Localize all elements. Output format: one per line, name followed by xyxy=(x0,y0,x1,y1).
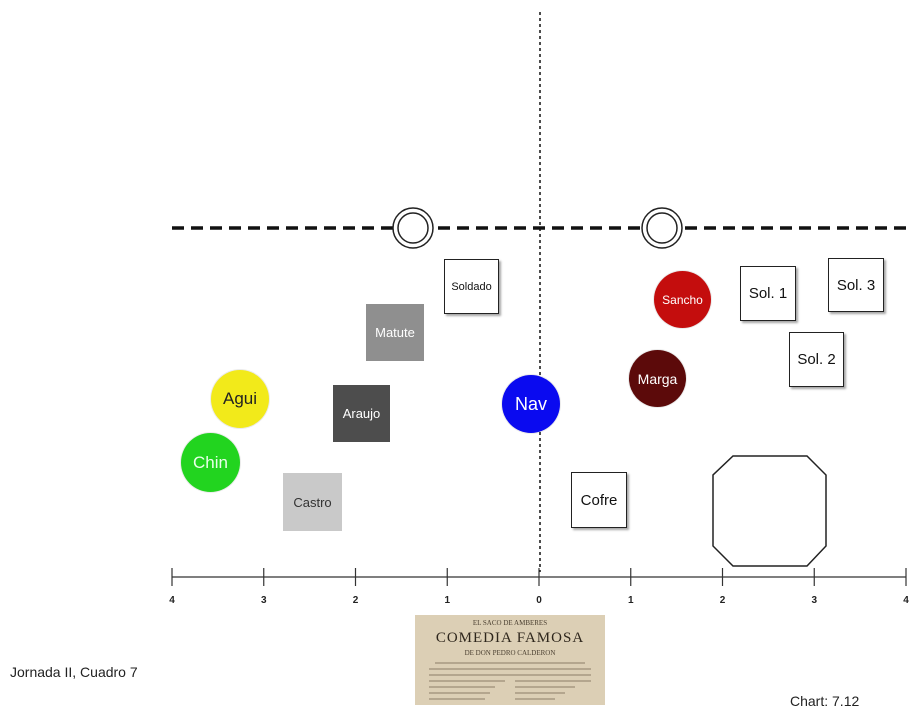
x-axis-tick-label: 1 xyxy=(444,595,451,606)
scene-caption: Jornada II, Cuadro 7 xyxy=(10,664,138,680)
araujo-box: Araujo xyxy=(333,385,390,442)
book-line-1: EL SACO DE AMBERES xyxy=(473,619,547,627)
entrance-marker-right xyxy=(641,207,683,249)
entrance-marker-left xyxy=(392,207,434,249)
sol2-box: Sol. 2 xyxy=(789,332,844,387)
x-axis-tick-label: 1 xyxy=(627,595,634,606)
x-axis-tick-label: 3 xyxy=(260,595,267,606)
book-line-3: DE DON PEDRO CALDERON xyxy=(465,649,556,657)
agui-circle: Agui xyxy=(211,370,269,428)
x-axis-tick-label: 3 xyxy=(811,595,818,606)
castro-box: Castro xyxy=(283,473,342,531)
sol1-box: Sol. 1 xyxy=(740,266,796,321)
chart-number-caption: Chart: 7.12 xyxy=(790,693,860,709)
x-axis-tick-label: 4 xyxy=(169,595,175,606)
cofre-box: Cofre xyxy=(571,472,627,528)
sancho-circle: Sancho xyxy=(654,271,711,328)
chin-circle: Chin xyxy=(181,433,240,492)
book-line-2: COMEDIA FAMOSA xyxy=(436,630,584,646)
x-axis-tick-label: 0 xyxy=(536,595,542,606)
soldado-box: Soldado xyxy=(444,259,499,314)
x-axis-tick-label: 2 xyxy=(719,595,726,606)
x-axis-tick-label: 4 xyxy=(903,595,909,606)
x-axis-tick-label: 2 xyxy=(352,595,359,606)
sol3-box: Sol. 3 xyxy=(828,258,884,312)
book-title-page-drawing: EL SACO DE AMBERES COMEDIA FAMOSA DE DON… xyxy=(415,615,605,705)
matute-box: Matute xyxy=(366,304,424,361)
book-title-page-image: EL SACO DE AMBERES COMEDIA FAMOSA DE DON… xyxy=(415,615,605,705)
octagon-shape xyxy=(712,455,827,567)
marga-circle: Marga xyxy=(629,350,686,407)
nav-circle: Nav xyxy=(502,375,560,433)
x-axis xyxy=(171,568,907,586)
